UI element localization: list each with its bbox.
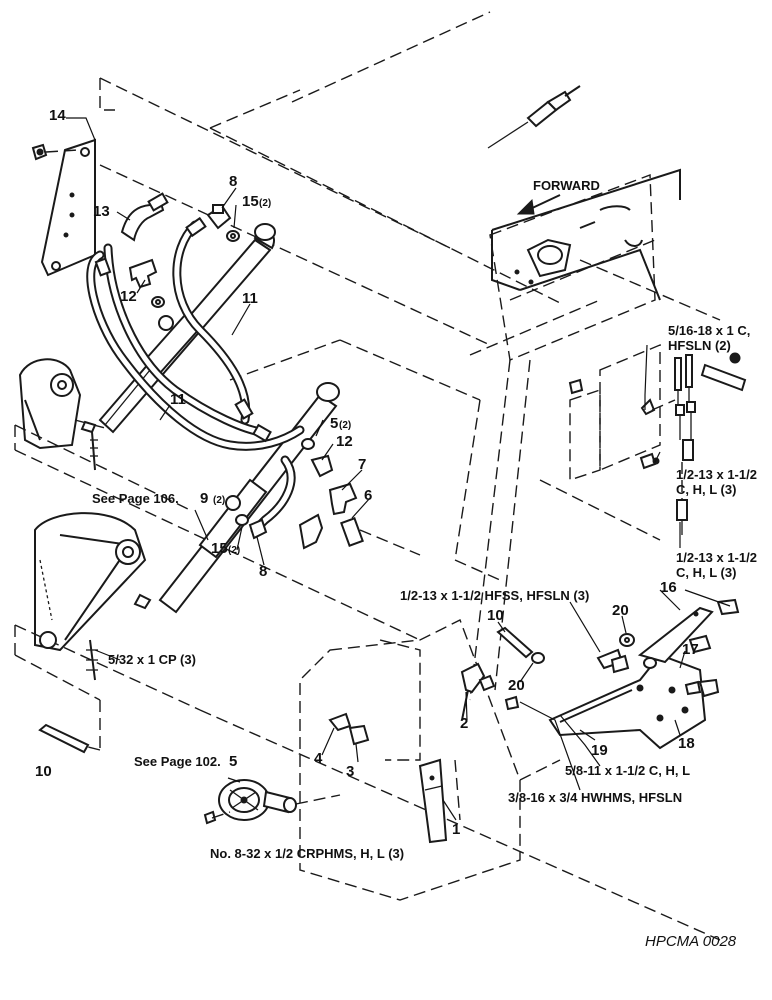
hw-3-8-bolt: 3/8-16 x 3/4 HWHMS, HFSLN <box>508 790 682 805</box>
callout-8-lower: 8 <box>259 563 267 580</box>
callout-20-right: 20 <box>612 602 629 619</box>
callout-17: 17 <box>682 641 699 658</box>
callout-2: 2 <box>460 715 468 732</box>
lower-right-mount-bracket <box>548 598 740 750</box>
hw-5-16-bolt-line2: HFSLN (2) <box>668 338 731 353</box>
callout-20-center: 20 <box>508 677 525 694</box>
callout-15-upper: 15 <box>242 193 259 210</box>
callout-3: 3 <box>346 763 354 780</box>
callout-18: 18 <box>678 735 695 752</box>
right-switch-assembly <box>568 352 747 535</box>
callout-6: 6 <box>364 487 372 504</box>
hw-5-32-pin: 5/32 x 1 CP (3) <box>108 652 196 667</box>
hw-5-16-bolt-line1: 5/16-18 x 1 C, <box>668 323 750 338</box>
leader-lines <box>66 117 731 821</box>
callout-8-upper: 8 <box>229 173 237 190</box>
center-linkage <box>328 662 520 844</box>
hw-1-2-hfss: 1/2-13 x 1-1/2 HFSS, HFSLN (3) <box>400 588 589 603</box>
fittings-middle <box>235 438 364 550</box>
hw-1-2-bolt-a-line1: 1/2-13 x 1-1/2 <box>676 467 757 482</box>
left-pivot-bracket-upper <box>18 358 106 471</box>
hw-1-2-bolt-a-line2: C, H, L (3) <box>676 482 736 497</box>
callout-14: 14 <box>49 107 66 124</box>
callout-11-lower: 11 <box>170 391 186 408</box>
callout-15-lower: 15 <box>211 540 228 557</box>
forward-arrow <box>516 194 561 215</box>
hydraulic-hoses <box>86 220 305 535</box>
hw-no8-screw: No. 8-32 x 1/2 CRPHMS, H, L (3) <box>210 846 404 861</box>
qty-5-middle: (2) <box>339 420 351 431</box>
hw-1-2-bolt-b-line1: 1/2-13 x 1-1/2 <box>676 550 757 565</box>
hw-1-2-bolt-b-line2: C, H, L (3) <box>676 565 736 580</box>
callout-4: 4 <box>314 750 323 767</box>
forward-beam <box>491 168 681 301</box>
qty-9: (2) <box>213 495 225 506</box>
callout-1: 1 <box>452 821 460 838</box>
callout-16: 16 <box>660 579 677 596</box>
callout-19: 19 <box>591 742 608 759</box>
callout-5-middle: 5 <box>330 415 338 432</box>
callout-9: 9 <box>200 490 208 507</box>
callout-7: 7 <box>358 456 366 473</box>
top-right-fitting <box>487 85 581 149</box>
part-5-gauge <box>203 779 341 825</box>
callout-12-lower: 12 <box>336 433 353 450</box>
fittings-upper <box>94 192 272 443</box>
drawing-reference-code: HPCMA 0028 <box>645 933 737 950</box>
callout-12-upper: 12 <box>120 288 137 305</box>
forward-direction-label: FORWARD <box>533 178 600 193</box>
callout-labels: FORWARD 14 13 8 15 (2) 12 11 11 5 (2) 12… <box>35 107 757 950</box>
callout-10-lower: 10 <box>35 763 52 780</box>
callout-11-upper: 11 <box>242 290 258 307</box>
lower-hydraulic-cylinder <box>158 382 340 614</box>
left-pivot-bracket-lower <box>34 512 152 681</box>
callout-10-upper: 10 <box>487 607 504 624</box>
callout-13: 13 <box>93 203 110 220</box>
qty-15-upper: (2) <box>259 198 271 209</box>
hw-5-8-bolt: 5/8-11 x 1-1/2 C, H, L <box>565 763 690 778</box>
see-page-102: See Page 102. <box>134 754 221 769</box>
mounting-frame <box>299 174 661 901</box>
callout-5-lower: 5 <box>229 753 237 770</box>
see-page-106: See Page 106. <box>92 491 179 506</box>
qty-15-lower: (2) <box>228 545 240 556</box>
part-14-bracket <box>31 138 96 277</box>
